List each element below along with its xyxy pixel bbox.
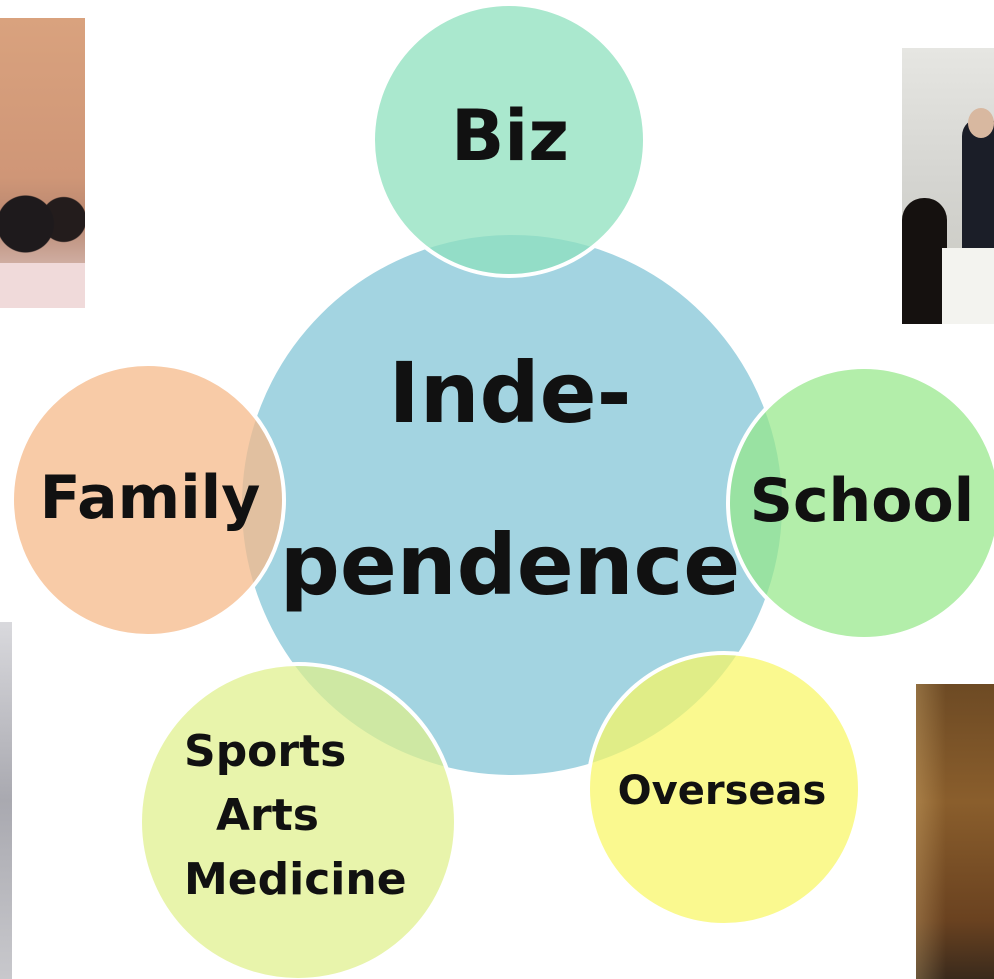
- papers: [942, 248, 994, 324]
- student-figure: [902, 198, 947, 324]
- side-photo: [0, 622, 12, 979]
- overseas-label: Overseas: [618, 768, 827, 814]
- teacher-head: [968, 108, 994, 138]
- biz-label: Biz: [451, 95, 569, 177]
- sports-label-line3: Medicine: [184, 854, 407, 905]
- overseas-circle[interactable]: [586, 651, 862, 927]
- sports-circle[interactable]: [138, 662, 458, 979]
- students-shirt: [0, 263, 85, 308]
- school-circle[interactable]: [726, 365, 994, 641]
- teacher-figure: [962, 118, 994, 258]
- students-photo: [0, 18, 85, 308]
- biz-circle[interactable]: [371, 2, 647, 278]
- family-circle[interactable]: [10, 362, 286, 638]
- classroom-photo: [902, 48, 994, 324]
- sports-label-line1: Sports: [184, 726, 346, 777]
- school-label: School: [750, 466, 975, 536]
- family-label: Family: [40, 463, 261, 533]
- hall-light: [916, 684, 946, 979]
- center-label-line1: Inde-: [388, 344, 631, 442]
- sports-label-line2: Arts: [216, 790, 319, 841]
- center-label-line2: pendence: [280, 516, 741, 614]
- lecture-hall-photo: [916, 684, 994, 979]
